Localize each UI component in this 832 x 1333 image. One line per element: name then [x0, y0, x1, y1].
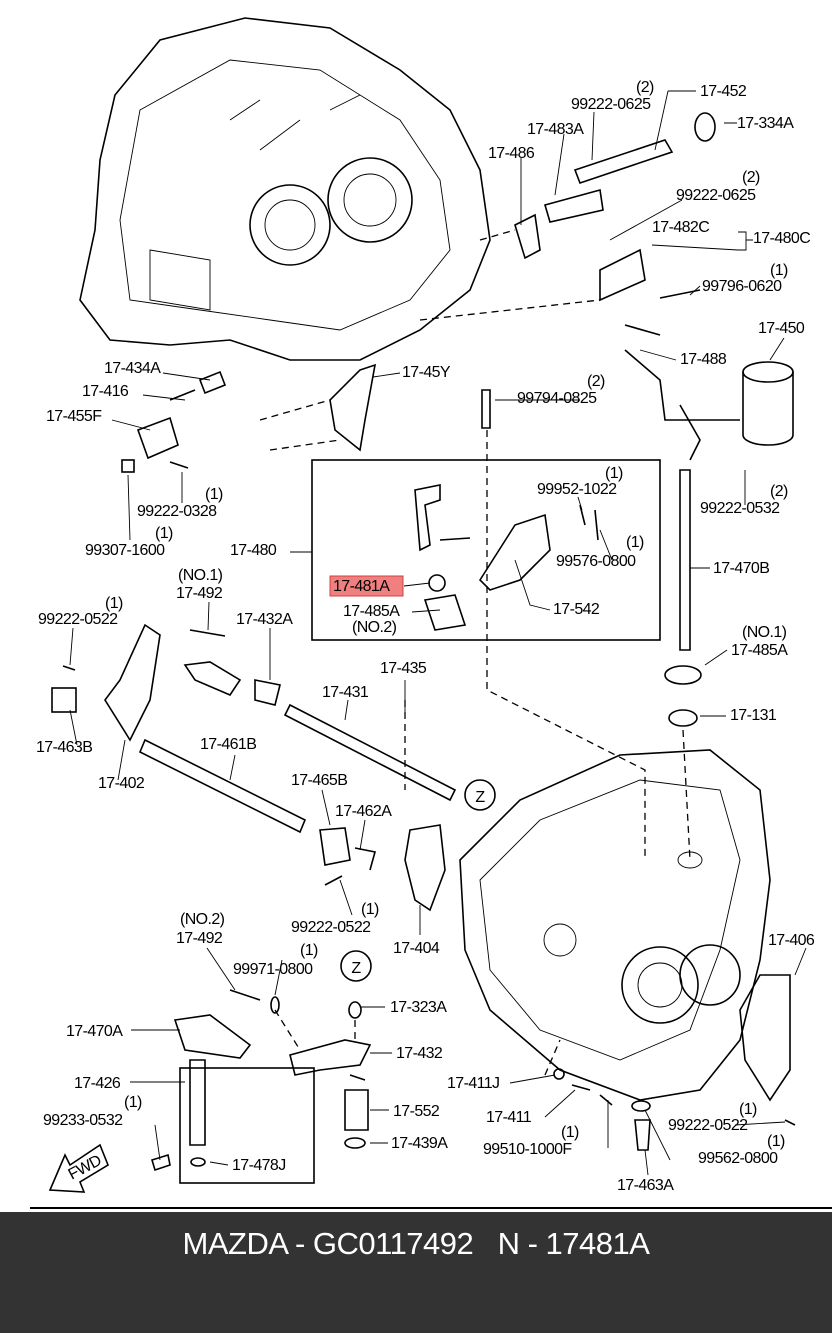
part-label: 17-488 — [680, 351, 727, 368]
reference-marker-z-lower: Z — [340, 950, 372, 982]
part-label: 17-542 — [553, 601, 600, 618]
part-label: (NO.1) — [742, 624, 787, 641]
part-label: 17-480 — [230, 542, 277, 559]
part-label: 99222-0522 — [38, 611, 118, 628]
part-label: 17-470A — [66, 1023, 123, 1040]
part-label: 17-463A — [617, 1177, 674, 1194]
part-label: (1) — [767, 1133, 785, 1150]
part-label: 17-411J — [447, 1075, 499, 1092]
parts-sketches — [51, 112, 796, 1184]
part-label: 17-404 — [393, 940, 440, 957]
part-label: 17-452 — [700, 83, 747, 100]
assembly-guide-lines — [259, 229, 691, 1076]
part-label: 99971-0800 — [233, 961, 313, 978]
part-label: 17-432 — [396, 1045, 443, 1062]
part-label: 17-439A — [391, 1135, 448, 1152]
part-label: (1) — [205, 486, 223, 503]
part-label: 17-402 — [98, 775, 145, 792]
part-label: 17-426 — [74, 1075, 121, 1092]
svg-text:Z: Z — [475, 789, 485, 806]
part-label: 99576-0800 — [556, 553, 636, 570]
part-label: 17-434A — [104, 360, 161, 377]
part-label: 99952-1022 — [537, 481, 617, 498]
part-number-caption: MAZDA - GC0117492 N - 17481A — [182, 1226, 650, 1261]
footer-bar: MAZDA - GC0117492 N - 17481A — [0, 1212, 832, 1333]
part-label: 17-492 — [176, 930, 223, 947]
reference-marker-z-upper: Z — [464, 779, 496, 811]
part-label: (1) — [361, 901, 379, 918]
part-label: (NO.2) — [352, 619, 397, 636]
part-label: 99796-0620 — [702, 278, 782, 295]
part-label: (1) — [739, 1101, 757, 1118]
assembly-17-426-box — [179, 1067, 315, 1184]
part-label: 17-462A — [335, 803, 392, 820]
fwd-arrow-icon: FWD — [48, 1143, 109, 1193]
part-label: (NO.2) — [180, 911, 225, 928]
part-label: 17-492 — [176, 585, 223, 602]
part-label: 99222-0522 — [291, 919, 371, 936]
part-label: 99307-1600 — [85, 542, 165, 559]
part-label: 17-470B — [713, 560, 769, 577]
part-label: 99222-0532 — [700, 500, 780, 517]
part-label: (2) — [742, 169, 760, 186]
part-label: 17-45Y — [402, 364, 451, 381]
part-label: 99562-0800 — [698, 1150, 778, 1167]
part-label: (2) — [770, 483, 788, 500]
upper-transmission-housing — [79, 17, 491, 361]
part-label: 17-465B — [291, 772, 347, 789]
part-label-highlighted: 17-481A — [333, 578, 390, 595]
part-label: 17-552 — [393, 1103, 440, 1120]
part-label: (1) — [770, 262, 788, 279]
part-label: (1) — [155, 525, 173, 542]
part-label: 17-485A — [343, 603, 400, 620]
part-label: 99233-0532 — [43, 1112, 123, 1129]
part-label: 99222-0625 — [571, 96, 651, 113]
part-label: (2) — [636, 79, 654, 96]
part-label: (1) — [300, 942, 318, 959]
part-label: (NO.1) — [178, 567, 223, 584]
part-label: 17-406 — [768, 932, 815, 949]
part-label: 99222-0328 — [137, 503, 217, 520]
part-label: (1) — [605, 465, 623, 482]
part-label: 17-482C — [652, 219, 709, 236]
part-label: (1) — [626, 534, 644, 551]
leader-lines — [69, 90, 807, 1176]
part-label: 17-431 — [322, 684, 369, 701]
part-label: 17-416 — [82, 383, 129, 400]
highlight-17-481A — [329, 575, 404, 597]
part-label: 17-435 — [380, 660, 427, 677]
part-label: 17-432A — [236, 611, 293, 628]
part-label: (1) — [124, 1094, 142, 1111]
part-label: 17-480C — [753, 230, 810, 247]
part-label: 17-461B — [200, 736, 256, 753]
part-label: (1) — [561, 1124, 579, 1141]
part-label: 99794-0825 — [517, 390, 597, 407]
part-label: 17-323A — [390, 999, 447, 1016]
part-label: 17-478J — [232, 1157, 286, 1174]
part-label: (2) — [587, 373, 605, 390]
lower-transmission-housing — [459, 749, 771, 1101]
part-label: 17-485A — [731, 642, 788, 659]
part-label: 17-486 — [488, 145, 535, 162]
part-label: 17-450 — [758, 320, 805, 337]
part-label: 99510-1000F — [483, 1141, 572, 1158]
assembly-17-480-box — [311, 459, 661, 641]
part-label: 17-483A — [527, 121, 584, 138]
svg-text:Z: Z — [351, 960, 361, 977]
part-label: 17-411 — [486, 1109, 532, 1126]
part-label: 99222-0625 — [676, 187, 756, 204]
part-label: 99222-0522 — [668, 1117, 748, 1134]
part-label: 17-131 — [730, 707, 777, 724]
part-label: (1) — [105, 595, 123, 612]
part-label: 17-334A — [737, 115, 794, 132]
part-label: 17-463B — [36, 739, 92, 756]
part-label: 17-455F — [46, 408, 102, 425]
